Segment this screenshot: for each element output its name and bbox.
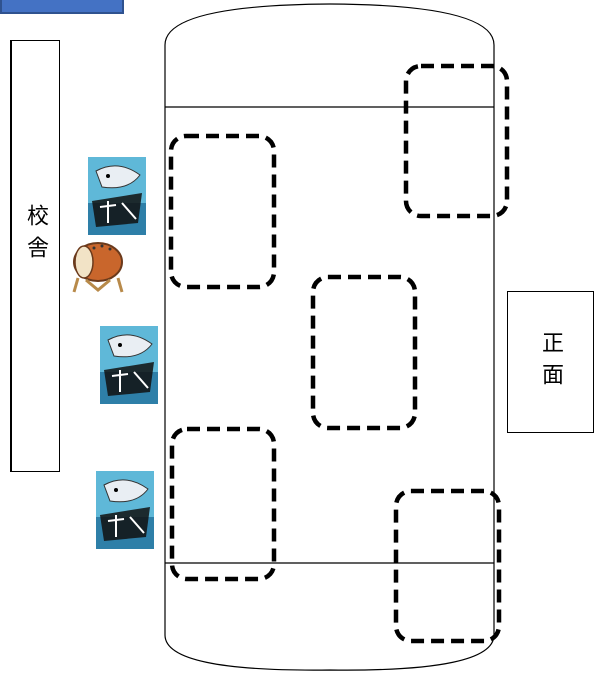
zone-center (310, 274, 418, 431)
front-label: 正面 (538, 331, 563, 395)
zone-left-upper (168, 133, 277, 290)
blue-header-bar (0, 0, 124, 14)
front-area: 正面 (507, 291, 594, 433)
zone-bottom-right (393, 488, 502, 644)
taiko-drum-icon (72, 242, 124, 293)
school-building: 校舎 (10, 40, 60, 472)
track-outline (164, 3, 495, 671)
tairyo-flag-icon (96, 471, 154, 549)
zone-top-right (403, 63, 510, 219)
tairyo-flag-icon (100, 326, 158, 404)
tairyo-flag-icon (88, 157, 146, 235)
school-building-label: 校舎 (23, 204, 48, 268)
zone-left-lower (169, 426, 277, 582)
